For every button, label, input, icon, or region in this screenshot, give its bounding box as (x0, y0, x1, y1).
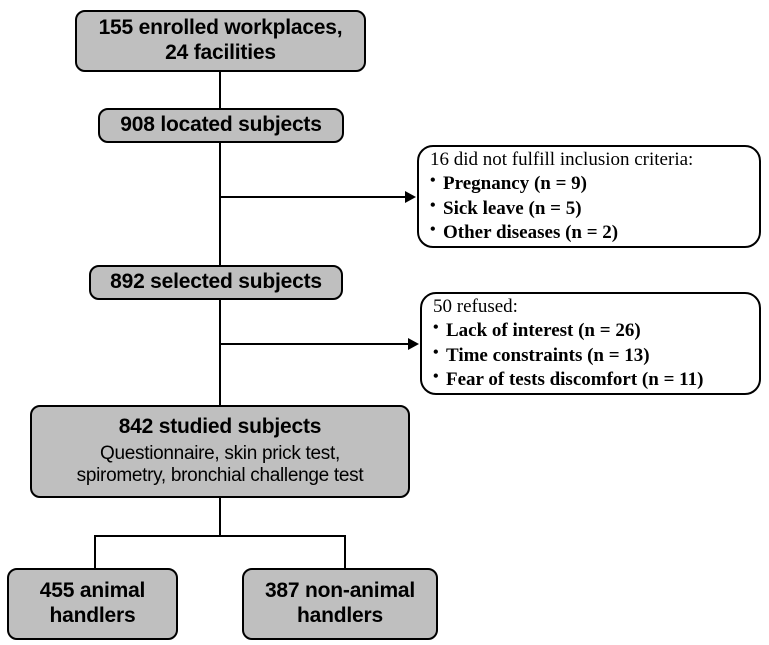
list-item: Time constraints (n = 13) (433, 343, 749, 369)
node-located-subjects-title: 908 located subjects (120, 113, 322, 137)
note-excluded-list: Pregnancy (n = 9) Sick leave (n = 5) Oth… (430, 171, 749, 246)
connector-split-bar (94, 535, 346, 537)
connector-branch-excluded (219, 196, 407, 198)
node-enrolled-workplaces-title: 155 enrolled workplaces, 24 facilities (98, 16, 343, 64)
node-selected-subjects-title: 892 selected subjects (110, 270, 322, 294)
node-animal-handlers[interactable]: 455 animal handlers (7, 568, 178, 640)
connector-split-to-animal (94, 535, 96, 568)
arrowhead-excluded-icon (405, 191, 416, 203)
node-non-animal-handlers[interactable]: 387 non-animal handlers (242, 568, 438, 640)
note-excluded-criteria[interactable]: 16 did not fulfill inclusion criteria: P… (417, 145, 761, 248)
note-refused-list: Lack of interest (n = 26) Time constrain… (433, 318, 749, 393)
node-enrolled-workplaces[interactable]: 155 enrolled workplaces, 24 facilities (75, 10, 366, 72)
connector-selected-to-studied (219, 287, 221, 405)
list-item: Pregnancy (n = 9) (430, 171, 749, 197)
arrowhead-refused-icon (408, 338, 419, 350)
node-studied-subjects-title: 842 studied subjects (118, 415, 322, 439)
list-item: Fear of tests discomfort (n = 11) (433, 367, 749, 393)
list-item: Sick leave (n = 5) (430, 196, 749, 222)
node-studied-subjects-subtitle: Questionnaire, skin prick test, spiromet… (76, 442, 364, 487)
node-animal-handlers-title: 455 animal handlers (39, 579, 146, 627)
list-item: Lack of interest (n = 26) (433, 318, 749, 344)
list-item: Other diseases (n = 2) (430, 220, 749, 246)
connector-studied-to-split (219, 498, 221, 537)
connector-located-to-selected (219, 142, 221, 267)
note-refused[interactable]: 50 refused: Lack of interest (n = 26) Ti… (420, 292, 761, 395)
note-refused-heading: 50 refused: (433, 296, 518, 318)
connector-branch-refused (219, 343, 410, 345)
connector-enrolled-to-located (219, 70, 221, 110)
node-non-animal-handlers-title: 387 non-animal handlers (264, 579, 416, 627)
node-selected-subjects[interactable]: 892 selected subjects (89, 265, 343, 300)
node-studied-subjects[interactable]: 842 studied subjects Questionnaire, skin… (30, 405, 410, 498)
node-located-subjects[interactable]: 908 located subjects (98, 108, 344, 143)
connector-split-to-non-animal (344, 535, 346, 568)
note-excluded-heading: 16 did not fulfill inclusion criteria: (430, 149, 694, 171)
